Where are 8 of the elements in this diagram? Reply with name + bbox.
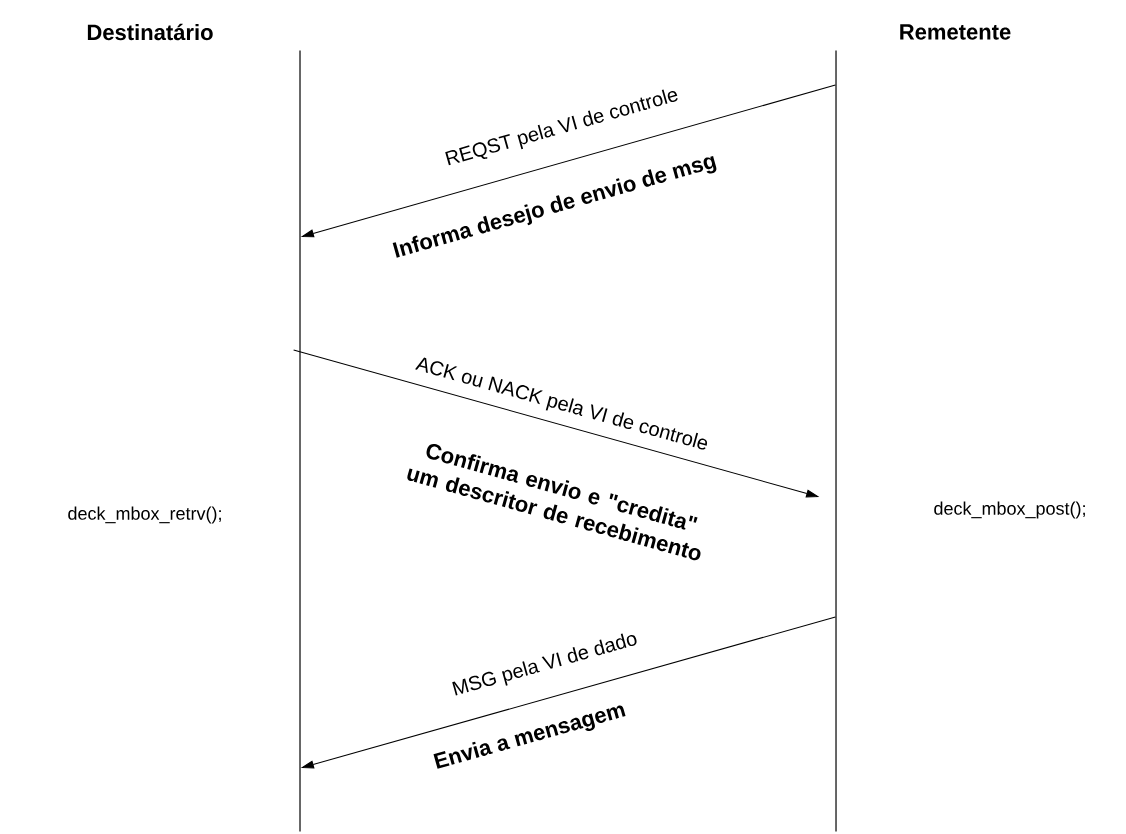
edge-label: REQST pela VI de controle	[445, 89, 678, 166]
participant-heading: Remetente	[900, 24, 1011, 40]
edge-label: MSG pela VI de dado	[452, 633, 637, 696]
function-call-label: deck_mbox_retrv();	[68, 506, 221, 524]
lifeline	[835, 50, 837, 832]
participant-heading: Destinatário	[87, 23, 213, 41]
lifeline	[299, 50, 301, 832]
function-call-label: deck_mbox_post();	[934, 501, 1085, 519]
